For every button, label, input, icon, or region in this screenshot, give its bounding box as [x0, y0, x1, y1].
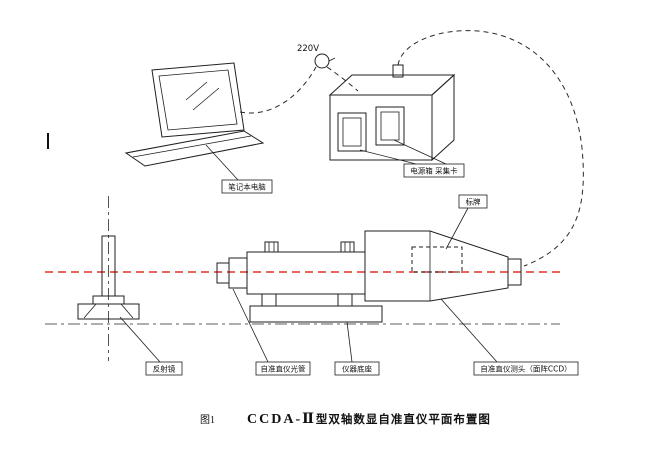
- mirror-base-brace: [83, 303, 97, 319]
- tube-second-segment: [228, 257, 248, 289]
- power-box-drawing: [328, 64, 456, 162]
- base-label-box: [334, 361, 380, 376]
- tube-front-cap: [216, 262, 230, 284]
- cable-entry-post: [392, 64, 404, 78]
- laptop-drawing: [124, 62, 265, 167]
- tube-support-left: [261, 293, 277, 307]
- leader-laptop: [205, 144, 239, 181]
- reflector-label-box: [145, 361, 183, 376]
- power-plug: 220V: [297, 44, 336, 69]
- tube-support-right: [337, 293, 353, 307]
- probe-head-drawing: [364, 230, 522, 302]
- leader-tube: [232, 288, 269, 363]
- card-slot-right-inner: [380, 111, 400, 141]
- screen-glare-line: [192, 87, 220, 111]
- cable-box-to-head: [397, 30, 584, 267]
- stray-mark: [47, 133, 49, 149]
- tube-knob-right: [340, 241, 355, 253]
- power-box-label-box: [403, 163, 465, 178]
- cable-plug-to-box: [326, 66, 359, 92]
- card-slot-left-inner: [342, 117, 362, 147]
- laptop-label-box: [221, 179, 273, 194]
- card-slot-right-outer: [375, 106, 405, 146]
- plug-circle: [314, 53, 330, 69]
- nameplate-label: 标牌: [466, 197, 481, 207]
- leader-nameplate: [445, 207, 469, 250]
- base-label: 仪器底座: [342, 364, 372, 374]
- power-box-label: 电源箱 采集卡: [410, 166, 458, 176]
- figure-number: 图1: [200, 415, 215, 426]
- leader-reflector: [119, 316, 161, 363]
- plug-stem: [328, 57, 336, 62]
- figure-title-rest: 型双轴数显自准直仪平面布置图: [315, 414, 491, 426]
- power-box-side: [431, 73, 455, 162]
- figure-title-model: CCDA-Ⅱ: [247, 412, 316, 427]
- laptop-screen-inner: [158, 69, 238, 131]
- screen-glare-line: [185, 81, 208, 101]
- reflector-label: 反射镜: [153, 364, 176, 374]
- reflector-drawing: [77, 196, 140, 361]
- head-end-block: [507, 258, 522, 286]
- tube-body: [246, 251, 366, 295]
- card-slot-left-outer: [337, 112, 367, 152]
- nameplate-dashed-outline: [411, 246, 463, 273]
- leader-power-box: [359, 149, 417, 165]
- nameplate-label-box: [458, 194, 488, 209]
- mirror-base: [77, 303, 140, 320]
- tube-knob-left: [264, 241, 279, 253]
- leader-acquisition-card: [393, 139, 447, 165]
- voltage-label: 220V: [297, 44, 319, 54]
- tube-label: 自准直仪光管: [261, 364, 306, 374]
- head-label-box: [473, 361, 579, 376]
- instrument-base-plate: [249, 305, 383, 323]
- laptop-keyboard: [124, 130, 265, 167]
- laptop-label: 笔记本电脑: [228, 182, 266, 192]
- leader-base: [346, 321, 353, 363]
- leader-head: [440, 298, 498, 363]
- tube-label-box: [255, 361, 311, 376]
- head-label: 自准直仪测头（面阵CCD）: [480, 364, 571, 374]
- mirror-base-brace: [120, 303, 134, 319]
- cable-laptop-to-plug: [239, 66, 317, 114]
- keyboard-front-edge: [132, 135, 252, 158]
- figure-title: CCDA-Ⅱ 型双轴数显自准直仪平面布置图: [247, 411, 491, 428]
- figure-caption: 图1 CCDA-Ⅱ 型双轴数显自准直仪平面布置图: [0, 411, 646, 428]
- callouts: 笔记本电脑 电源箱 采集卡 标牌 反射镜 自准直仪光管 仪器底座 自准直仪测头（…: [119, 139, 579, 376]
- laptop-screen-outer: [151, 62, 245, 138]
- collimator-tube-drawing: [216, 241, 383, 323]
- head-body: [364, 230, 509, 302]
